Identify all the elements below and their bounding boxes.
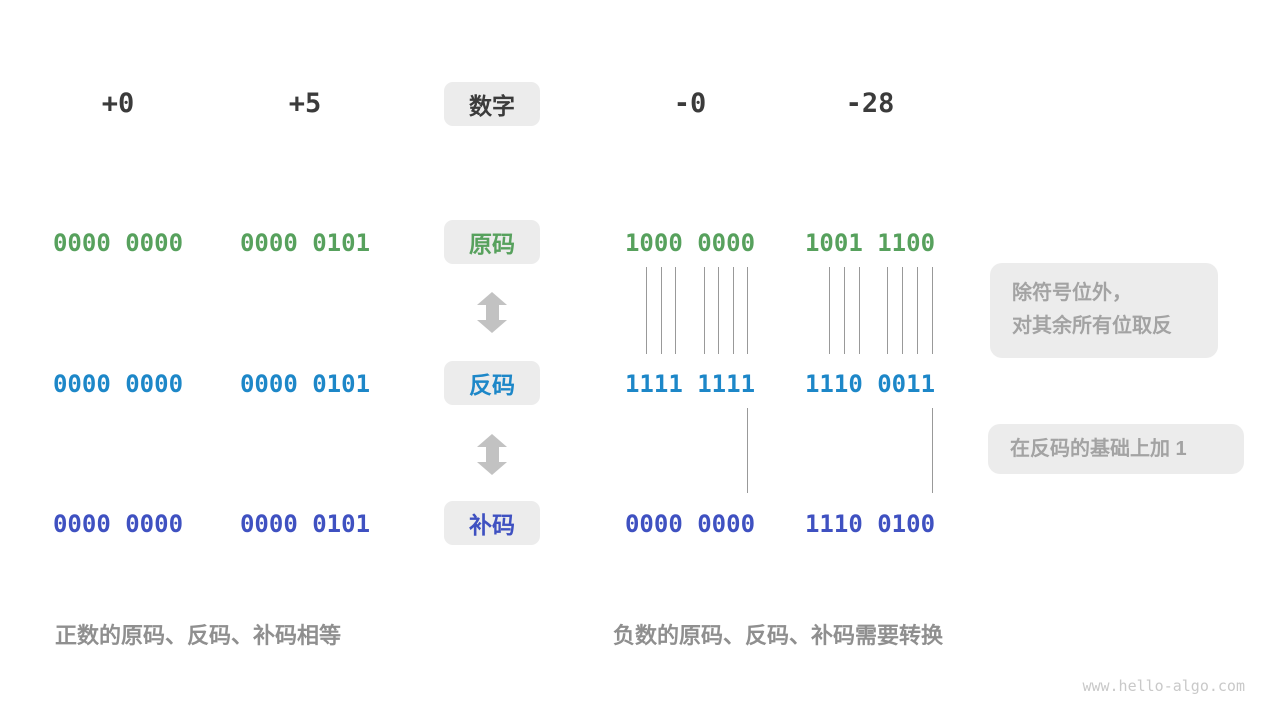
binary-twos-complement-neg-28: 1110 0100 — [804, 510, 936, 538]
bit-line — [902, 267, 903, 354]
bit-line — [704, 267, 705, 354]
invert-annotation-box: 除符号位外， 对其余所有位取反 — [990, 263, 1218, 358]
up-down-arrow-icon — [477, 434, 507, 475]
bit-line — [733, 267, 734, 354]
number-label-box: 数字 — [444, 82, 540, 126]
binary-twos-complement-neg-zero: 0000 0000 — [624, 510, 756, 538]
binary-ones-complement-neg-zero: 1111 1111 — [624, 370, 756, 398]
ones-complement-label: 反码 — [469, 372, 515, 398]
caption-negative: 负数的原码、反码、补码需要转换 — [613, 623, 944, 648]
bit-line — [747, 267, 748, 354]
binary-twos-complement-pos-zero: 0000 0000 — [52, 510, 184, 538]
binary-sign-magnitude-pos-five: 0000 0101 — [239, 229, 371, 257]
add-one-line — [747, 408, 748, 493]
up-down-arrow-icon — [477, 292, 507, 333]
bit-line — [887, 267, 888, 354]
number-label: 数字 — [469, 93, 515, 119]
binary-twos-complement-pos-five: 0000 0101 — [239, 510, 371, 538]
caption-positive: 正数的原码、反码、补码相等 — [55, 623, 342, 648]
bit-line — [932, 267, 933, 354]
bit-line — [829, 267, 830, 354]
invert-annotation-line2: 对其余所有位取反 — [1012, 315, 1172, 337]
bit-line — [718, 267, 719, 354]
twos-complement-label-box: 补码 — [444, 501, 540, 545]
bit-line — [675, 267, 676, 354]
bit-line — [661, 267, 662, 354]
sign-magnitude-label: 原码 — [469, 231, 515, 257]
header-pos-zero: +0 — [101, 88, 135, 119]
invert-annotation-line1: 除符号位外， — [1012, 282, 1132, 304]
binary-ones-complement-neg-28: 1110 0011 — [804, 370, 936, 398]
add-one-annotation-box: 在反码的基础上加 1 — [988, 424, 1244, 474]
bit-line — [859, 267, 860, 354]
binary-ones-complement-pos-five: 0000 0101 — [239, 370, 371, 398]
watermark: www.hello-algo.com — [1082, 677, 1245, 695]
header-neg-zero: -0 — [673, 88, 707, 119]
sign-magnitude-label-box: 原码 — [444, 220, 540, 264]
binary-sign-magnitude-pos-zero: 0000 0000 — [52, 229, 184, 257]
header-pos-five: +5 — [288, 88, 322, 119]
ones-complement-label-box: 反码 — [444, 361, 540, 405]
bit-line — [844, 267, 845, 354]
add-one-line — [932, 408, 933, 493]
bit-line — [646, 267, 647, 354]
header-neg-28: -28 — [845, 88, 895, 119]
add-one-annotation: 在反码的基础上加 1 — [1010, 438, 1187, 460]
bit-line — [917, 267, 918, 354]
twos-complement-label: 补码 — [469, 512, 515, 538]
binary-sign-magnitude-neg-zero: 1000 0000 — [624, 229, 756, 257]
binary-ones-complement-pos-zero: 0000 0000 — [52, 370, 184, 398]
binary-sign-magnitude-neg-28: 1001 1100 — [804, 229, 936, 257]
